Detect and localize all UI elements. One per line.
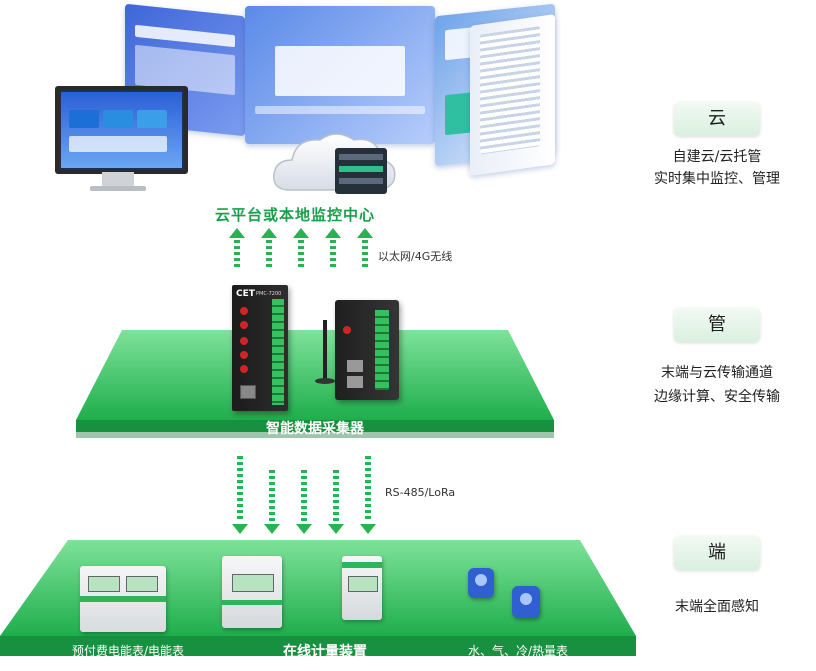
dashboard-panel-middle <box>245 6 435 144</box>
cloud-link-label: 以太网/4G无线 <box>378 250 453 263</box>
downlink-arrow-5 <box>360 456 376 534</box>
downlink-arrow-3 <box>296 470 312 534</box>
tier-terminal-badge: 端 <box>674 536 760 570</box>
gas-detector-icon <box>468 568 494 598</box>
din-rail-energy-meter-icon <box>222 556 282 628</box>
uplink-arrow-4 <box>325 228 341 268</box>
tier-manage-badge: 管 <box>674 308 760 342</box>
tier-cloud-badge: 云 <box>674 102 760 136</box>
device-model-label: PMC-7200 <box>256 291 282 297</box>
cloud-caption: 云平台或本地监控中心 <box>214 206 375 224</box>
heat-meter-icon <box>512 586 540 618</box>
antenna-base-icon <box>315 378 335 384</box>
utility-meter-label: 水、气、冷/热量表 <box>468 644 569 658</box>
uplink-arrow-5 <box>357 228 373 268</box>
downlink-arrow-1 <box>232 456 248 534</box>
tier-cloud-desc-1: 自建云/云托管 <box>672 149 762 165</box>
desktop-monitor <box>55 86 188 174</box>
manage-caption: 智能数据采集器 <box>266 421 364 437</box>
monitor-foot <box>90 186 146 191</box>
dashboard-panel-far-right <box>470 14 555 176</box>
downlink-arrow-2 <box>264 470 280 534</box>
uplink-arrow-1 <box>229 228 245 268</box>
terminal-caption: 在线计量装置 <box>283 644 367 660</box>
device-brand: CET <box>236 289 255 299</box>
cloud-platform-illustration <box>0 0 600 200</box>
single-phase-meter-icon <box>342 556 382 620</box>
uplink-arrow-3 <box>293 228 309 268</box>
manage-platform <box>76 330 554 438</box>
field-link-label: RS-485/LoRa <box>385 486 456 499</box>
energy-meter-label: 预付费电能表/电能表 <box>72 644 185 658</box>
gateway-device <box>335 300 399 400</box>
cloud-server-icon <box>335 148 387 194</box>
data-collector-device: CET PMC-7200 <box>232 285 288 411</box>
monitor-stand <box>102 172 134 186</box>
uplink-arrow-2 <box>261 228 277 268</box>
tier-manage-desc-2: 边缘计算、安全传输 <box>654 389 780 405</box>
downlink-arrow-4 <box>328 470 344 534</box>
tier-terminal-desc-1: 末端全面感知 <box>675 599 759 615</box>
tier-manage-desc-1: 末端与云传输通道 <box>661 365 773 381</box>
antenna-icon <box>323 320 327 380</box>
tier-cloud-desc-2: 实时集中监控、管理 <box>654 171 780 187</box>
prepaid-energy-meter-icon <box>80 566 166 632</box>
